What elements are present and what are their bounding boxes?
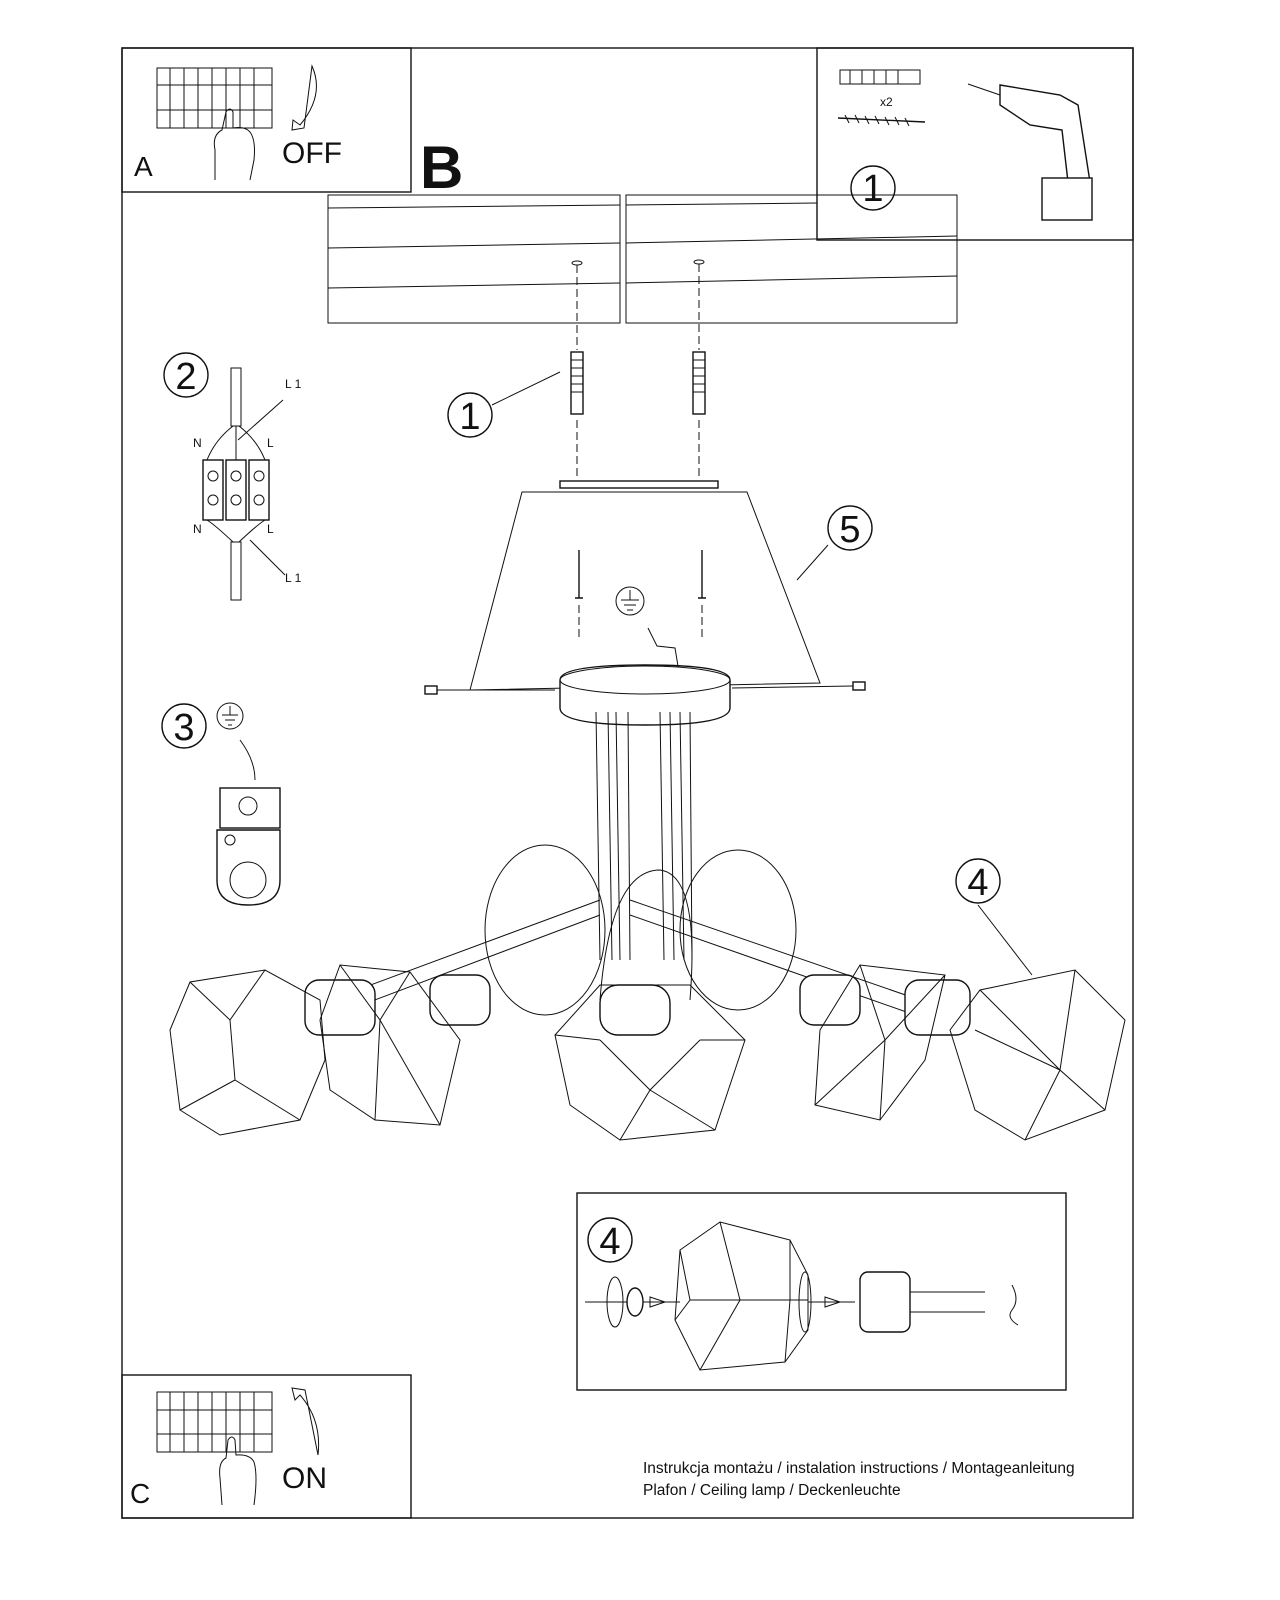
ground-symbol-icon	[615, 586, 679, 667]
ceiling	[327, 194, 958, 324]
footer-instructions-title: Instrukcja montażu / instalation instruc…	[643, 1460, 1075, 1477]
tools-step-number: 1	[862, 168, 883, 210]
panel-c-power-on: C ON	[121, 1374, 412, 1519]
tools-panel: x2 1	[816, 47, 1134, 241]
wall-plug-icon	[839, 69, 921, 85]
wall-plugs	[570, 351, 706, 415]
arrow-up-icon	[291, 1387, 320, 1456]
footer-product-type: Plafon / Ceiling lamp / Deckenleuchte	[643, 1482, 901, 1499]
page-frame	[121, 47, 1134, 1519]
mounting-bracket	[469, 480, 821, 691]
panel-c-letter: C	[130, 1478, 150, 1509]
label-n-bottom: N	[193, 522, 202, 536]
label-l1-bottom: L 1	[285, 571, 302, 585]
side-screws	[424, 681, 866, 695]
ground-connection: 3	[161, 702, 281, 906]
arrow-down-icon	[291, 64, 317, 131]
canopy-step-number: 5	[839, 509, 860, 551]
label-n-top: N	[193, 436, 202, 450]
label-l1-top: L 1	[285, 377, 302, 391]
panel-a-letter: A	[134, 151, 153, 182]
hand-icon	[219, 1436, 257, 1506]
screw-icon	[837, 114, 926, 127]
ceiling-lamp	[169, 664, 1126, 1141]
hand-icon	[213, 108, 255, 181]
label-l-bottom: L	[267, 522, 274, 536]
breaker-box-icon	[156, 1391, 273, 1453]
panel-b-letter: B	[420, 134, 463, 201]
bracket-screws	[575, 550, 706, 599]
off-label: OFF	[282, 137, 342, 170]
shade-step-number: 4	[967, 862, 988, 904]
quantity-label: x2	[880, 95, 893, 109]
ground-step-number: 3	[173, 707, 194, 749]
label-l-top: L	[267, 436, 274, 450]
drill-icon	[967, 83, 1093, 221]
wiring-diagram: 2 L 1 N L N L L 1	[163, 352, 302, 601]
step-1-badge	[850, 165, 896, 211]
wiring-step-number: 2	[175, 356, 196, 398]
detail-step-number: 4	[599, 1221, 620, 1263]
wall-plug-step-number: 1	[459, 396, 480, 438]
shade-assembly-detail: 4	[576, 1192, 1067, 1391]
breaker-box-icon	[156, 67, 273, 129]
panel-a-power-off: A OFF	[121, 47, 412, 193]
on-label: ON	[282, 1462, 327, 1495]
